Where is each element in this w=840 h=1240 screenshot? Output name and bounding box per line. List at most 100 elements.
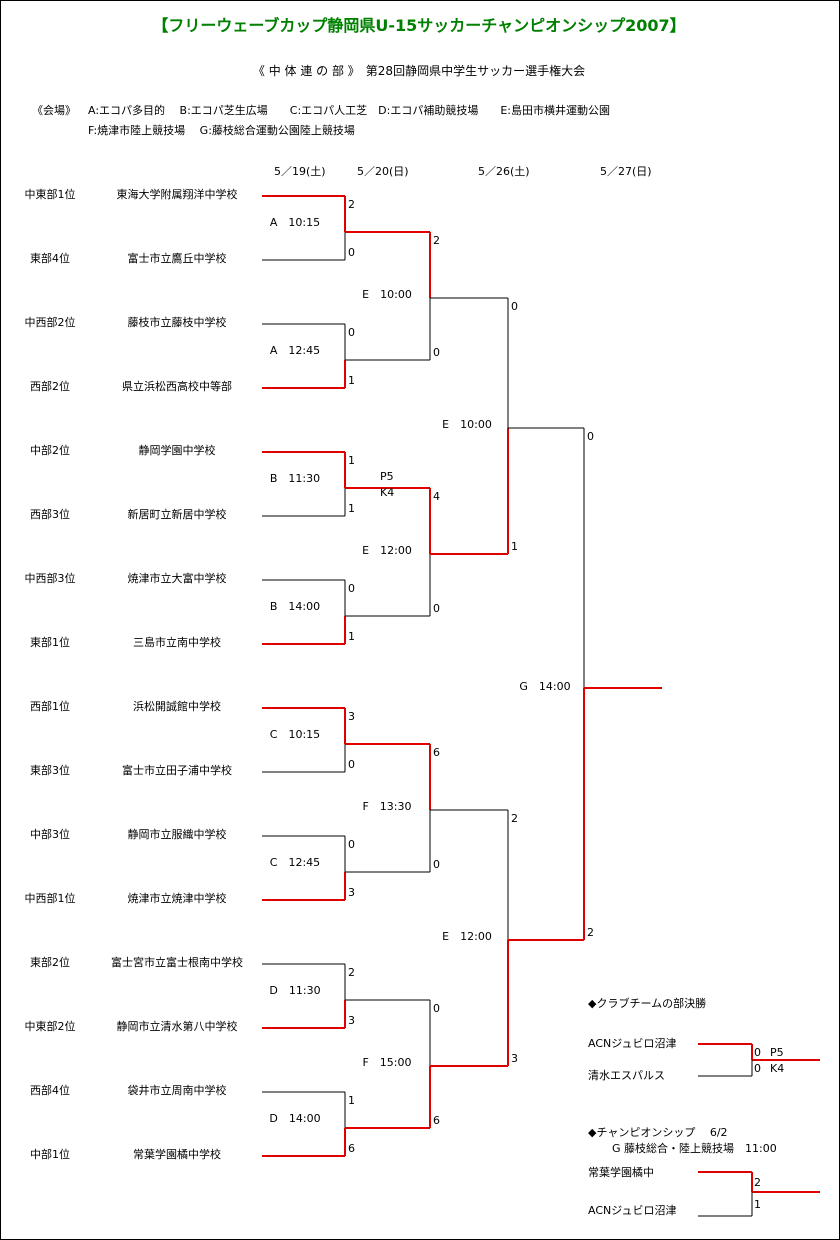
score: 4 <box>433 490 440 503</box>
team-name: 静岡市立服織中学校 <box>127 828 227 841</box>
score: 0 <box>511 300 518 313</box>
team-name: 藤枝市立藤枝中学校 <box>127 316 227 329</box>
match-time: C 12:45 <box>269 856 321 869</box>
score: 0 <box>433 858 440 871</box>
score: 3 <box>348 710 355 723</box>
championship-score-1: 2 <box>754 1176 761 1189</box>
score: 3 <box>511 1052 518 1065</box>
match-time: D 11:30 <box>269 984 321 997</box>
score: 1 <box>348 502 355 515</box>
match-time: A 10:15 <box>269 216 321 229</box>
score: 1 <box>348 374 355 387</box>
team-name: 焼津市立大富中学校 <box>127 572 227 585</box>
score: 2 <box>587 926 594 939</box>
match-time: E 10:00 <box>362 288 412 301</box>
team-seed: 東部3位 <box>30 764 70 777</box>
team-seed: 中部3位 <box>30 828 70 841</box>
team-seed: 中部1位 <box>30 1148 70 1161</box>
match-time: B 11:30 <box>269 472 321 485</box>
club-heading: ◆クラブチームの部決勝 <box>588 997 707 1010</box>
date-round3: 5／26(土) <box>478 165 530 178</box>
score: 0 <box>587 430 594 443</box>
club-team-1: ACNジュビロ沼津 <box>588 1037 677 1050</box>
score: 1 <box>348 454 355 467</box>
score: 0 <box>433 346 440 359</box>
team-seed: 中西部1位 <box>24 892 76 905</box>
match-time: A 12:45 <box>269 344 321 357</box>
club-team-2: 清水エスパルス <box>588 1069 665 1082</box>
championship-team-1: 常葉学園橘中 <box>588 1166 654 1179</box>
date-round2: 5／20(日) <box>357 165 409 178</box>
score: 1 <box>348 1094 355 1107</box>
date-final: 5／27(日) <box>600 165 652 178</box>
team-name: 富士宮市立富士根南中学校 <box>111 956 243 969</box>
venue-list-line1: A:エコパ多目的 B:エコパ芝生広場 C:エコパ人工芝 D:エコパ補助競技場 E… <box>88 104 611 117</box>
venue-label: 《会場》 <box>32 104 76 117</box>
championship-team-2: ACNジュビロ沼津 <box>588 1204 677 1217</box>
team-name: 浜松開誠館中学校 <box>133 700 221 713</box>
team-name: 富士市立田子浦中学校 <box>122 764 232 777</box>
score: 0 <box>433 602 440 615</box>
team-seed: 東部1位 <box>30 636 70 649</box>
score: 3 <box>348 886 355 899</box>
team-seed: 東部4位 <box>30 252 70 265</box>
team-seed: 中東部2位 <box>24 1020 76 1033</box>
match-time: E 12:00 <box>362 544 412 557</box>
match-time: F 13:30 <box>362 800 412 813</box>
team-name: 三島市立南中学校 <box>133 636 221 649</box>
team-seed: 中西部2位 <box>24 316 76 329</box>
match-time: G 14:00 <box>519 680 571 693</box>
team-name: 東海大学附属翔洋中学校 <box>116 188 238 201</box>
club-pk-2: K4 <box>770 1062 785 1075</box>
match-time: E 10:00 <box>442 418 492 431</box>
score: 2 <box>348 966 355 979</box>
team-name: 県立浜松西高校中等部 <box>122 380 232 393</box>
score: 6 <box>348 1142 355 1155</box>
match-time: F 15:00 <box>362 1056 412 1069</box>
score: 0 <box>348 758 355 771</box>
match-time: B 14:00 <box>269 600 321 613</box>
tournament-subtitle: 《 中 体 連 の 部 》 第28回静岡県中学生サッカー選手権大会 <box>252 64 586 78</box>
match-time: E 12:00 <box>442 930 492 943</box>
score: 0 <box>348 246 355 259</box>
team-seed: 西部1位 <box>30 700 70 713</box>
match-time: C 10:15 <box>269 728 321 741</box>
team-seed: 中西部3位 <box>24 572 76 585</box>
team-seed: 中東部1位 <box>24 188 76 201</box>
score: 0 <box>433 1002 440 1015</box>
pk-score: P5 <box>380 470 394 483</box>
team-name: 静岡市立清水第八中学校 <box>116 1020 238 1033</box>
score: 1 <box>348 630 355 643</box>
date-round1: 5／19(土) <box>274 165 326 178</box>
venue-list-line2: F:焼津市陸上競技場 G:藤枝総合運動公園陸上競技場 <box>88 124 355 137</box>
score: 1 <box>511 540 518 553</box>
club-score-2: 0 <box>754 1062 761 1075</box>
team-name: 常葉学園橘中学校 <box>133 1148 221 1161</box>
club-pk-1: P5 <box>770 1046 784 1059</box>
score: 3 <box>348 1014 355 1027</box>
team-name: 袋井市立周南中学校 <box>127 1084 227 1097</box>
team-name: 新居町立新居中学校 <box>127 508 227 521</box>
pk-score: K4 <box>380 486 395 499</box>
team-seed: 西部2位 <box>30 380 70 393</box>
team-seed: 西部4位 <box>30 1084 70 1097</box>
team-name: 富士市立鷹丘中学校 <box>127 252 227 265</box>
match-time: D 14:00 <box>269 1112 321 1125</box>
score: 2 <box>511 812 518 825</box>
team-seed: 東部2位 <box>30 956 70 969</box>
score: 0 <box>348 326 355 339</box>
championship-venue: G 藤枝総合・陸上競技場 11:00 <box>612 1142 777 1155</box>
score: 0 <box>348 838 355 851</box>
score: 2 <box>348 198 355 211</box>
team-name: 焼津市立焼津中学校 <box>127 892 227 905</box>
score: 0 <box>348 582 355 595</box>
team-seed: 西部3位 <box>30 508 70 521</box>
score: 6 <box>433 746 440 759</box>
club-score-1: 0 <box>754 1046 761 1059</box>
team-seed: 中部2位 <box>30 444 70 457</box>
score: 2 <box>433 234 440 247</box>
championship-score-2: 1 <box>754 1198 761 1211</box>
championship-heading: ◆チャンピオンシップ 6/2 <box>588 1126 728 1139</box>
team-name: 静岡学園中学校 <box>138 444 216 457</box>
